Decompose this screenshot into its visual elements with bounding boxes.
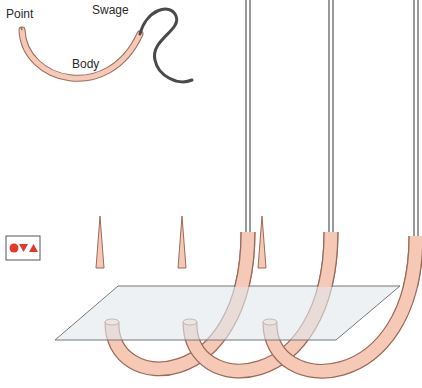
part-label: Body (72, 58, 99, 71)
cutting-symbol (29, 244, 38, 252)
round-symbol (10, 244, 19, 253)
needle-body (22, 30, 140, 78)
tissue-plane (55, 286, 400, 340)
needle-point (21, 27, 22, 30)
needle-outline (22, 30, 140, 78)
thread-lines (246, 0, 418, 236)
reverse-cutting-symbol (19, 244, 28, 252)
suture-thread (140, 9, 192, 82)
part-label: Swage (92, 4, 129, 17)
shape-key-box (6, 236, 40, 260)
needle-upper-parts (112, 232, 416, 287)
part-label: Point (6, 8, 33, 21)
